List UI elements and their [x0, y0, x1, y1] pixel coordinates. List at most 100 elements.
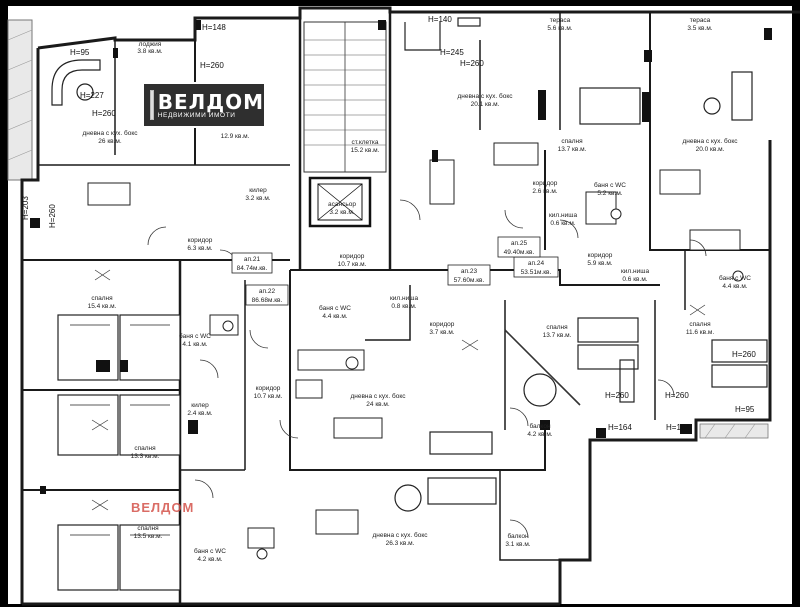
room-name: дневна с кух. бокс: [372, 531, 428, 539]
room-area: 26.3 кв.м.: [386, 540, 415, 547]
room-area: 5.9 кв.м.: [587, 260, 612, 267]
room-name: спалня: [134, 445, 156, 452]
room-name: коридор: [256, 385, 281, 392]
door-swings: [147, 199, 707, 539]
height-labels: H=148 H=95 H=227 H=260 H=260 H=140 H=245…: [21, 15, 756, 432]
room-area: 4.4 кв.м.: [322, 313, 347, 320]
logo-building-icon: [150, 90, 154, 120]
room-area: 4.1 кв.м.: [182, 341, 207, 348]
room-name: балкон: [507, 532, 529, 540]
apartment-area: 53.51м.кв.: [521, 269, 552, 276]
apartment-tag-23: ап.23 57.60м.кв.: [447, 264, 491, 286]
room-area: 12.9 кв.м.: [221, 133, 250, 140]
room-name: кил.ниша: [549, 212, 578, 219]
room-area: 4.2 кв.м.: [527, 431, 552, 438]
hatched-balcony-east: [699, 423, 769, 439]
bathroom-fixtures: [209, 159, 744, 560]
room-area: 3.2 кв.м.: [329, 209, 354, 216]
room-name: баня с WC: [719, 274, 751, 282]
room-area: 26 кв.м.: [98, 138, 122, 145]
apartment-name: ап.22: [259, 288, 276, 295]
room-name: дневна с кух. бокс: [82, 129, 138, 137]
height-label: H=245: [440, 48, 464, 57]
room-name: спалня: [546, 324, 568, 331]
room-area: 3.2 кв.м.: [245, 195, 270, 202]
room-name: баня с WC: [179, 332, 211, 340]
room-name: спалня: [689, 321, 711, 328]
room-area: 0.6 кв.м.: [550, 220, 575, 227]
room-area: 13.7 кв.м.: [543, 332, 572, 339]
room-area: 3.7 кв.м.: [429, 329, 454, 336]
apartment-tag-25: ап.25 49.40м.кв.: [497, 236, 541, 258]
apartment-tag-22: ап.22 86.68м.кв.: [245, 284, 289, 306]
height-label: H=260: [665, 391, 689, 400]
room-name: дневна с кух. бокс: [457, 92, 513, 100]
height-label: H=95: [735, 405, 755, 414]
logo-brand-text: ВЕЛДОМ: [157, 89, 264, 114]
room-area: 3.5 кв.м.: [687, 25, 712, 32]
apartment-area: 49.40м.кв.: [504, 249, 535, 256]
height-label: H=260: [48, 204, 57, 228]
room-name: ст.клетка: [352, 139, 379, 146]
apartment-area: 57.60м.кв.: [454, 277, 485, 284]
room-name: коридор: [533, 180, 558, 187]
height-label: H=260: [460, 59, 484, 68]
room-name: тераса: [690, 17, 711, 24]
room-area: 6.3 кв.м.: [187, 245, 212, 252]
room-name: баня с WC: [194, 547, 226, 555]
room-name: кил.ниша: [390, 295, 419, 302]
room-area: 2.6 кв.м.: [532, 188, 557, 195]
height-label: H=260: [200, 61, 224, 70]
room-name: дневна с кух. бокс: [350, 392, 406, 400]
columns: [30, 20, 772, 494]
room-area: 4.4 кв.м.: [722, 283, 747, 290]
room-area: 0.6 кв.м.: [622, 276, 647, 283]
height-label: H=203: [21, 196, 30, 220]
furniture-beds: [57, 87, 768, 591]
room-name: коридор: [588, 252, 613, 259]
light-marks: [91, 269, 706, 511]
watermark: ВЕЛДОМ: [131, 500, 195, 515]
height-label: H=164: [666, 423, 690, 432]
room-area: 13.5 кв.м.: [134, 533, 163, 540]
apartment-tags: ап.21 84.74м.кв. ап.22 86.68м.кв. ап.23 …: [231, 236, 559, 306]
height-label: H=227: [80, 91, 104, 100]
room-name: спалня: [137, 525, 159, 532]
room-area: 13.3 кв.м.: [131, 453, 160, 460]
room-area: 24 кв.м.: [366, 401, 390, 408]
room-name: балкон: [529, 422, 551, 430]
room-name: спалня: [91, 295, 113, 302]
room-name: коридор: [340, 253, 365, 260]
height-label: H=164: [608, 423, 632, 432]
room-name: коридор: [188, 237, 213, 244]
room-labels: лоджия 3.8 кв.м. дневна с кух. бокс 26 к…: [82, 17, 751, 563]
room-name: спалня: [561, 138, 583, 145]
stair-core: [303, 21, 387, 228]
height-label: H=95: [70, 48, 90, 57]
room-area: 10.7 кв.м.: [338, 261, 367, 268]
room-name: баня с WC: [319, 304, 351, 312]
company-logo: ВЕЛДОМ НЕДВИЖИМИ ИМОТИ: [142, 82, 266, 128]
room-area: 13.7 кв.м.: [558, 146, 587, 153]
room-area: 2.4 кв.м.: [187, 410, 212, 417]
height-label: H=148: [202, 23, 226, 32]
room-name: килер: [249, 187, 267, 194]
room-area: 4.2 кв.м.: [197, 556, 222, 563]
hatched-balcony: [7, 19, 33, 181]
apartment-name: ап.23: [461, 268, 478, 275]
room-area: 20.1 кв.м.: [471, 101, 500, 108]
furniture-sofas: [51, 17, 753, 512]
walls: [20, 6, 800, 606]
room-name: баня с WC: [594, 181, 626, 189]
room-name: лоджия: [139, 41, 162, 48]
room-area: 20.0 кв.м.: [696, 146, 725, 153]
room-area: 10.7 кв.м.: [254, 393, 283, 400]
logo-subtitle: НЕДВИЖИМИ ИМОТИ: [157, 111, 236, 119]
height-label: H=140: [428, 15, 452, 24]
room-area: 15.4 кв.м.: [88, 303, 117, 310]
room-name: килер: [191, 402, 209, 409]
apartment-tag-21: ап.21 84.74м.кв.: [231, 252, 273, 274]
room-name: дневна с кух. бокс: [682, 137, 738, 145]
